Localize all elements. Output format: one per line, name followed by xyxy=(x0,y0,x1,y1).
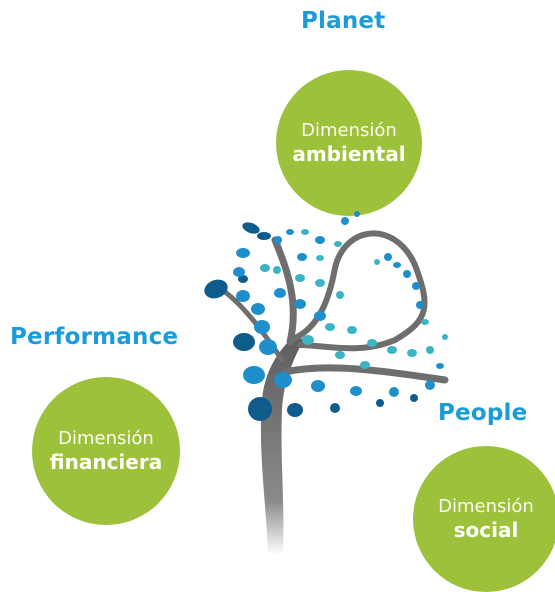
tree-leaves-dark xyxy=(204,222,418,421)
tree-trunk xyxy=(260,338,305,555)
circle-social-line1: Dimensión xyxy=(438,496,534,517)
heading-people: People xyxy=(438,400,528,426)
circle-social-line2: social xyxy=(453,518,519,542)
tree-leaves-teal xyxy=(260,229,448,369)
circle-dimension-financiera: Dimensión financiera xyxy=(32,377,180,525)
tree-branch-lower xyxy=(281,364,449,384)
tree-branch-upper xyxy=(271,236,297,346)
circle-dimension-ambiental: Dimensión ambiental xyxy=(276,70,422,216)
heading-performance: Performance xyxy=(10,324,179,350)
circle-financiera-line1: Dimensión xyxy=(58,428,154,449)
heading-planet: Planet xyxy=(301,8,386,34)
tree-leaves-blue xyxy=(233,211,444,397)
tree-branch-arc xyxy=(287,230,428,352)
circle-dimension-social: Dimensión social xyxy=(413,446,555,592)
circle-ambiental-line2: ambiental xyxy=(292,142,406,166)
circle-financiera-line2: financiera xyxy=(49,450,163,474)
tree-icon xyxy=(204,211,449,555)
circle-ambiental-line1: Dimensión xyxy=(301,120,397,141)
